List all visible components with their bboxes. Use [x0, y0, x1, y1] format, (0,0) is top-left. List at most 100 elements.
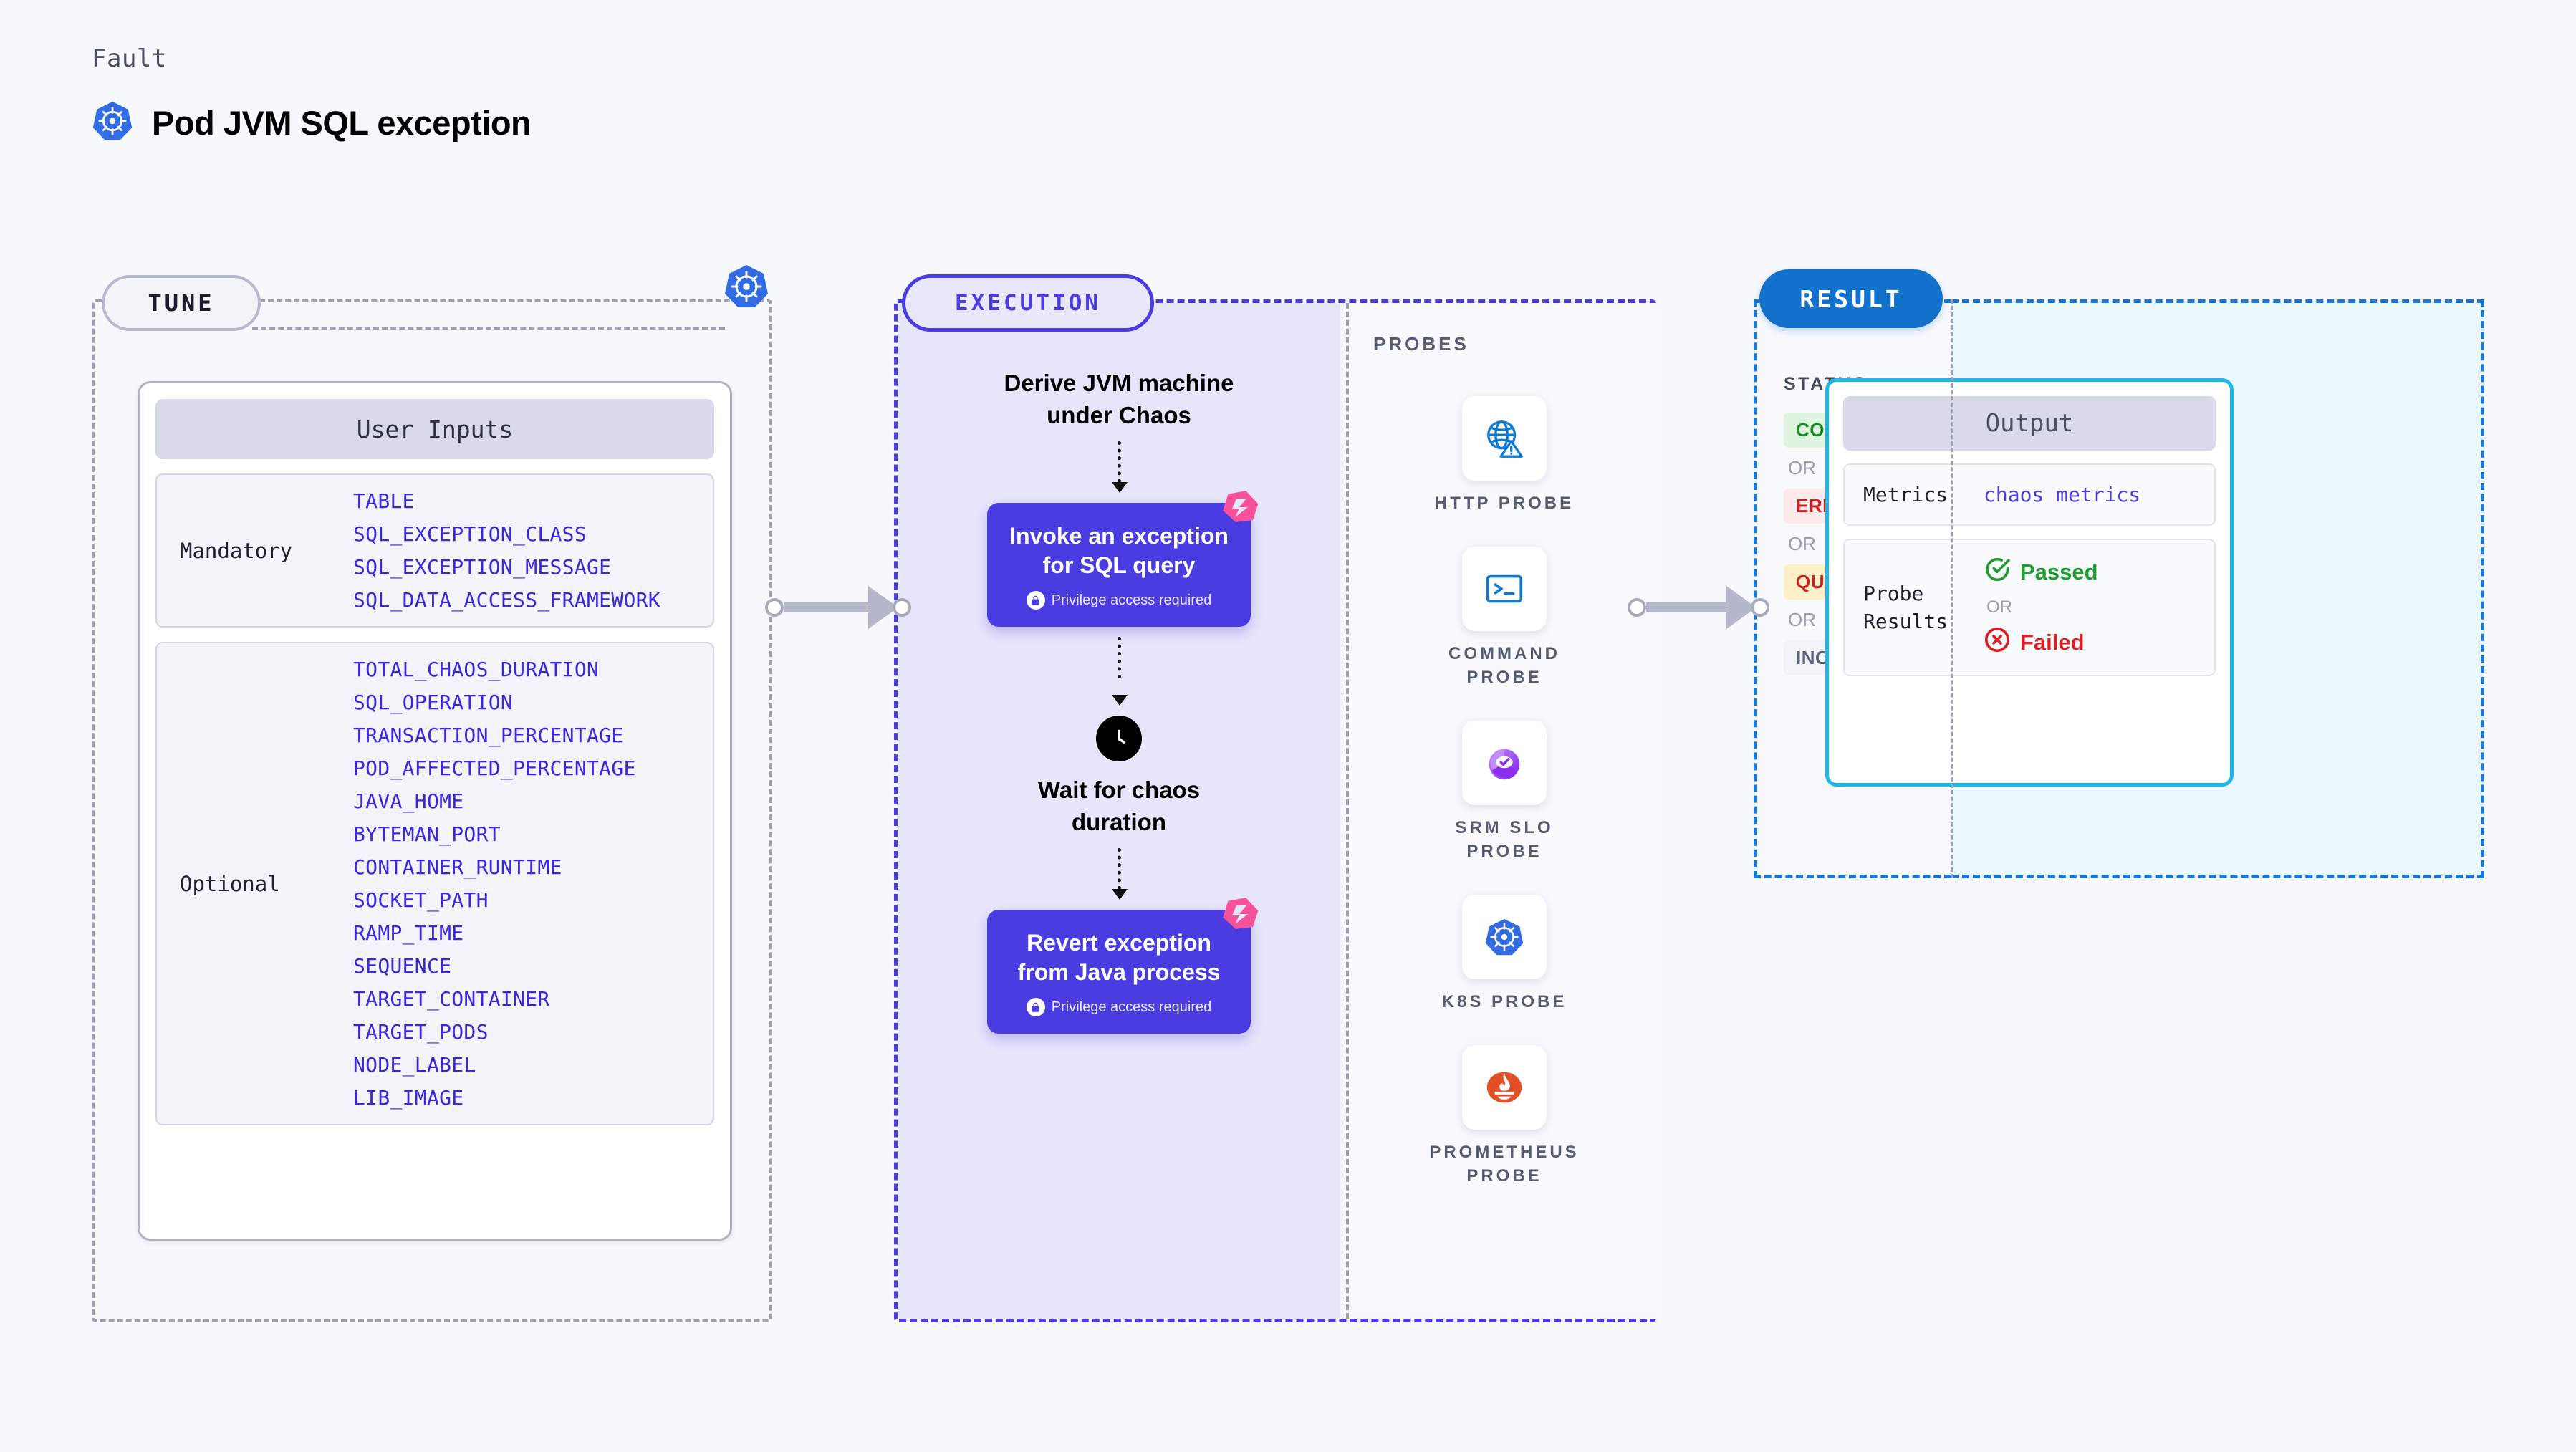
execution-panel: EXECUTION Derive JVM machine under Chaos…	[894, 274, 1660, 1322]
kubernetes-icon	[724, 264, 769, 313]
probe-label: PROMETHEUS PROBE	[1429, 1143, 1580, 1186]
connector-start-dot	[1628, 598, 1646, 617]
probe-http[interactable]: HTTP PROBE	[1435, 396, 1574, 515]
connector-bar	[784, 602, 868, 612]
probes-panel: PROBES HTTP PROBE	[1346, 303, 1660, 1319]
connector-execution-to-result	[1628, 586, 1769, 629]
probe-result-failed: Failed	[1984, 626, 2098, 659]
probes-section-label: PROBES	[1373, 333, 1469, 355]
flow-step-title: Wait for chaos duration	[1037, 777, 1201, 835]
param-item[interactable]: TARGET_CONTAINER	[353, 987, 550, 1011]
connector-tune-to-execution	[765, 586, 911, 629]
connector-end-dot	[893, 598, 911, 617]
kubernetes-icon	[92, 100, 133, 145]
clock-icon	[1096, 716, 1142, 761]
probe-label: HTTP PROBE	[1434, 494, 1575, 513]
litmus-icon	[1222, 894, 1259, 935]
param-item[interactable]: BYTEMAN_PORT	[353, 822, 501, 846]
param-item[interactable]: TOTAL_CHAOS_DURATION	[353, 658, 600, 681]
probe-label: SRM SLO PROBE	[1455, 818, 1554, 861]
connector-start-dot	[765, 598, 784, 617]
lock-icon	[1026, 998, 1045, 1016]
param-item[interactable]: NODE_LABEL	[353, 1053, 476, 1077]
failed-label: Failed	[2020, 630, 2085, 655]
task-title: Revert exception from Java process	[1017, 930, 1221, 986]
page-header: Fault Pod JVM SQL exception	[92, 44, 532, 145]
task-note-label: Privilege access required	[1051, 999, 1212, 1015]
param-item[interactable]: SQL_DATA_ACCESS_FRAMEWORK	[353, 588, 660, 612]
task-note: Privilege access required	[1001, 591, 1236, 610]
x-circle-icon	[1984, 626, 2011, 659]
output-metrics-row: Metrics chaos metrics	[1843, 463, 2216, 527]
output-probe-results-row: Probe Results Passed OR	[1843, 539, 2216, 677]
status-or-label: OR	[1788, 609, 1816, 630]
tune-badge: TUNE	[102, 275, 261, 331]
prometheus-icon	[1461, 1045, 1547, 1130]
kubernetes-icon	[1461, 894, 1547, 979]
flow-arrow-icon	[1112, 441, 1128, 494]
task-note: Privilege access required	[1001, 998, 1236, 1016]
param-item[interactable]: SQL_EXCEPTION_MESSAGE	[353, 555, 612, 579]
probe-result-passed: Passed	[1984, 556, 2098, 589]
param-item[interactable]: TABLE	[353, 489, 415, 513]
output-title: Output	[1843, 396, 2216, 451]
probe-label: COMMAND PROBE	[1448, 644, 1560, 687]
litmus-icon	[1222, 487, 1259, 528]
param-item[interactable]: LIB_IMAGE	[353, 1086, 464, 1110]
status-or-label: OR	[1788, 457, 1816, 479]
connector-bar	[1646, 602, 1726, 612]
optional-label: Optional	[180, 871, 280, 896]
param-item[interactable]: POD_AFFECTED_PERCENTAGE	[353, 756, 636, 780]
lock-icon	[1026, 591, 1045, 610]
task-revert-exception[interactable]: Revert exception from Java process Privi…	[987, 898, 1259, 1034]
param-item[interactable]: SEQUENCE	[353, 954, 452, 978]
user-inputs-title: User Inputs	[155, 399, 714, 459]
user-inputs-card: User Inputs Mandatory TABLE SQL_EXCEPTIO…	[138, 381, 732, 1241]
optional-param-group: Optional TOTAL_CHAOS_DURATION SQL_OPERAT…	[155, 642, 714, 1125]
mandatory-param-list: TABLE SQL_EXCEPTION_CLASS SQL_EXCEPTION_…	[353, 489, 660, 612]
terminal-icon	[1461, 547, 1547, 632]
globe-warning-icon	[1462, 396, 1547, 481]
param-item[interactable]: TARGET_PODS	[353, 1020, 489, 1044]
param-item[interactable]: SOCKET_PATH	[353, 888, 489, 912]
probe-command[interactable]: COMMAND PROBE	[1448, 547, 1560, 689]
metrics-value[interactable]: chaos metrics	[1984, 483, 2141, 507]
check-circle-icon	[1984, 556, 2011, 589]
param-item[interactable]: TRANSACTION_PERCENTAGE	[353, 723, 624, 747]
mandatory-param-group: Mandatory TABLE SQL_EXCEPTION_CLASS SQL_…	[155, 473, 714, 628]
execution-badge: EXECUTION	[902, 274, 1154, 332]
param-item[interactable]: JAVA_HOME	[353, 789, 464, 813]
optional-param-list: TOTAL_CHAOS_DURATION SQL_OPERATION TRANS…	[353, 658, 636, 1110]
task-invoke-exception[interactable]: Invoke an exception for SQL query Privil…	[987, 491, 1259, 627]
probe-result-stack: Passed OR Failed	[1984, 556, 2098, 659]
param-item[interactable]: SQL_OPERATION	[353, 691, 514, 714]
result-badge: RESULT	[1759, 269, 1943, 328]
probe-prometheus[interactable]: PROMETHEUS PROBE	[1429, 1045, 1579, 1188]
fault-eyebrow-label: Fault	[92, 44, 167, 73]
probe-srm-slo[interactable]: SRM SLO PROBE	[1455, 721, 1553, 863]
result-column-divider	[1951, 299, 1953, 878]
probe-result-or-label: OR	[1986, 597, 2012, 617]
probe-k8s[interactable]: K8S PROBE	[1441, 894, 1567, 1014]
task-title: Invoke an exception for SQL query	[1009, 523, 1229, 579]
page-title-row: Pod JVM SQL exception	[92, 100, 532, 145]
passed-label: Passed	[2020, 559, 2098, 585]
flow-arrow-icon	[1112, 637, 1128, 706]
page-title: Pod JVM SQL exception	[152, 104, 532, 142]
result-panel: RESULT STATUS COMPLETED OR ERRORED OR QU…	[1754, 269, 2484, 878]
param-item[interactable]: SQL_EXCEPTION_CLASS	[353, 522, 587, 546]
execution-flow: Derive JVM machine under Chaos Invoke an…	[898, 367, 1340, 1034]
flow-arrow-icon	[1112, 848, 1128, 900]
metrics-label: Metrics	[1863, 483, 1948, 506]
connector-end-dot	[1751, 598, 1769, 617]
param-item[interactable]: CONTAINER_RUNTIME	[353, 855, 562, 879]
task-note-label: Privilege access required	[1051, 592, 1212, 608]
output-card: Output Metrics chaos metrics Probe Resul…	[1825, 378, 2234, 787]
flow-step-title: Derive JVM machine under Chaos	[1004, 370, 1234, 428]
mandatory-label: Mandatory	[180, 538, 293, 563]
param-item[interactable]: RAMP_TIME	[353, 921, 464, 945]
probe-results-label: Probe Results	[1863, 582, 1948, 634]
probe-label: K8S PROBE	[1441, 991, 1567, 1011]
tune-panel: TUNE User Inputs Mandatory TABLE SQL_EXC…	[92, 275, 772, 1322]
tune-platform-connector-line	[252, 327, 725, 330]
